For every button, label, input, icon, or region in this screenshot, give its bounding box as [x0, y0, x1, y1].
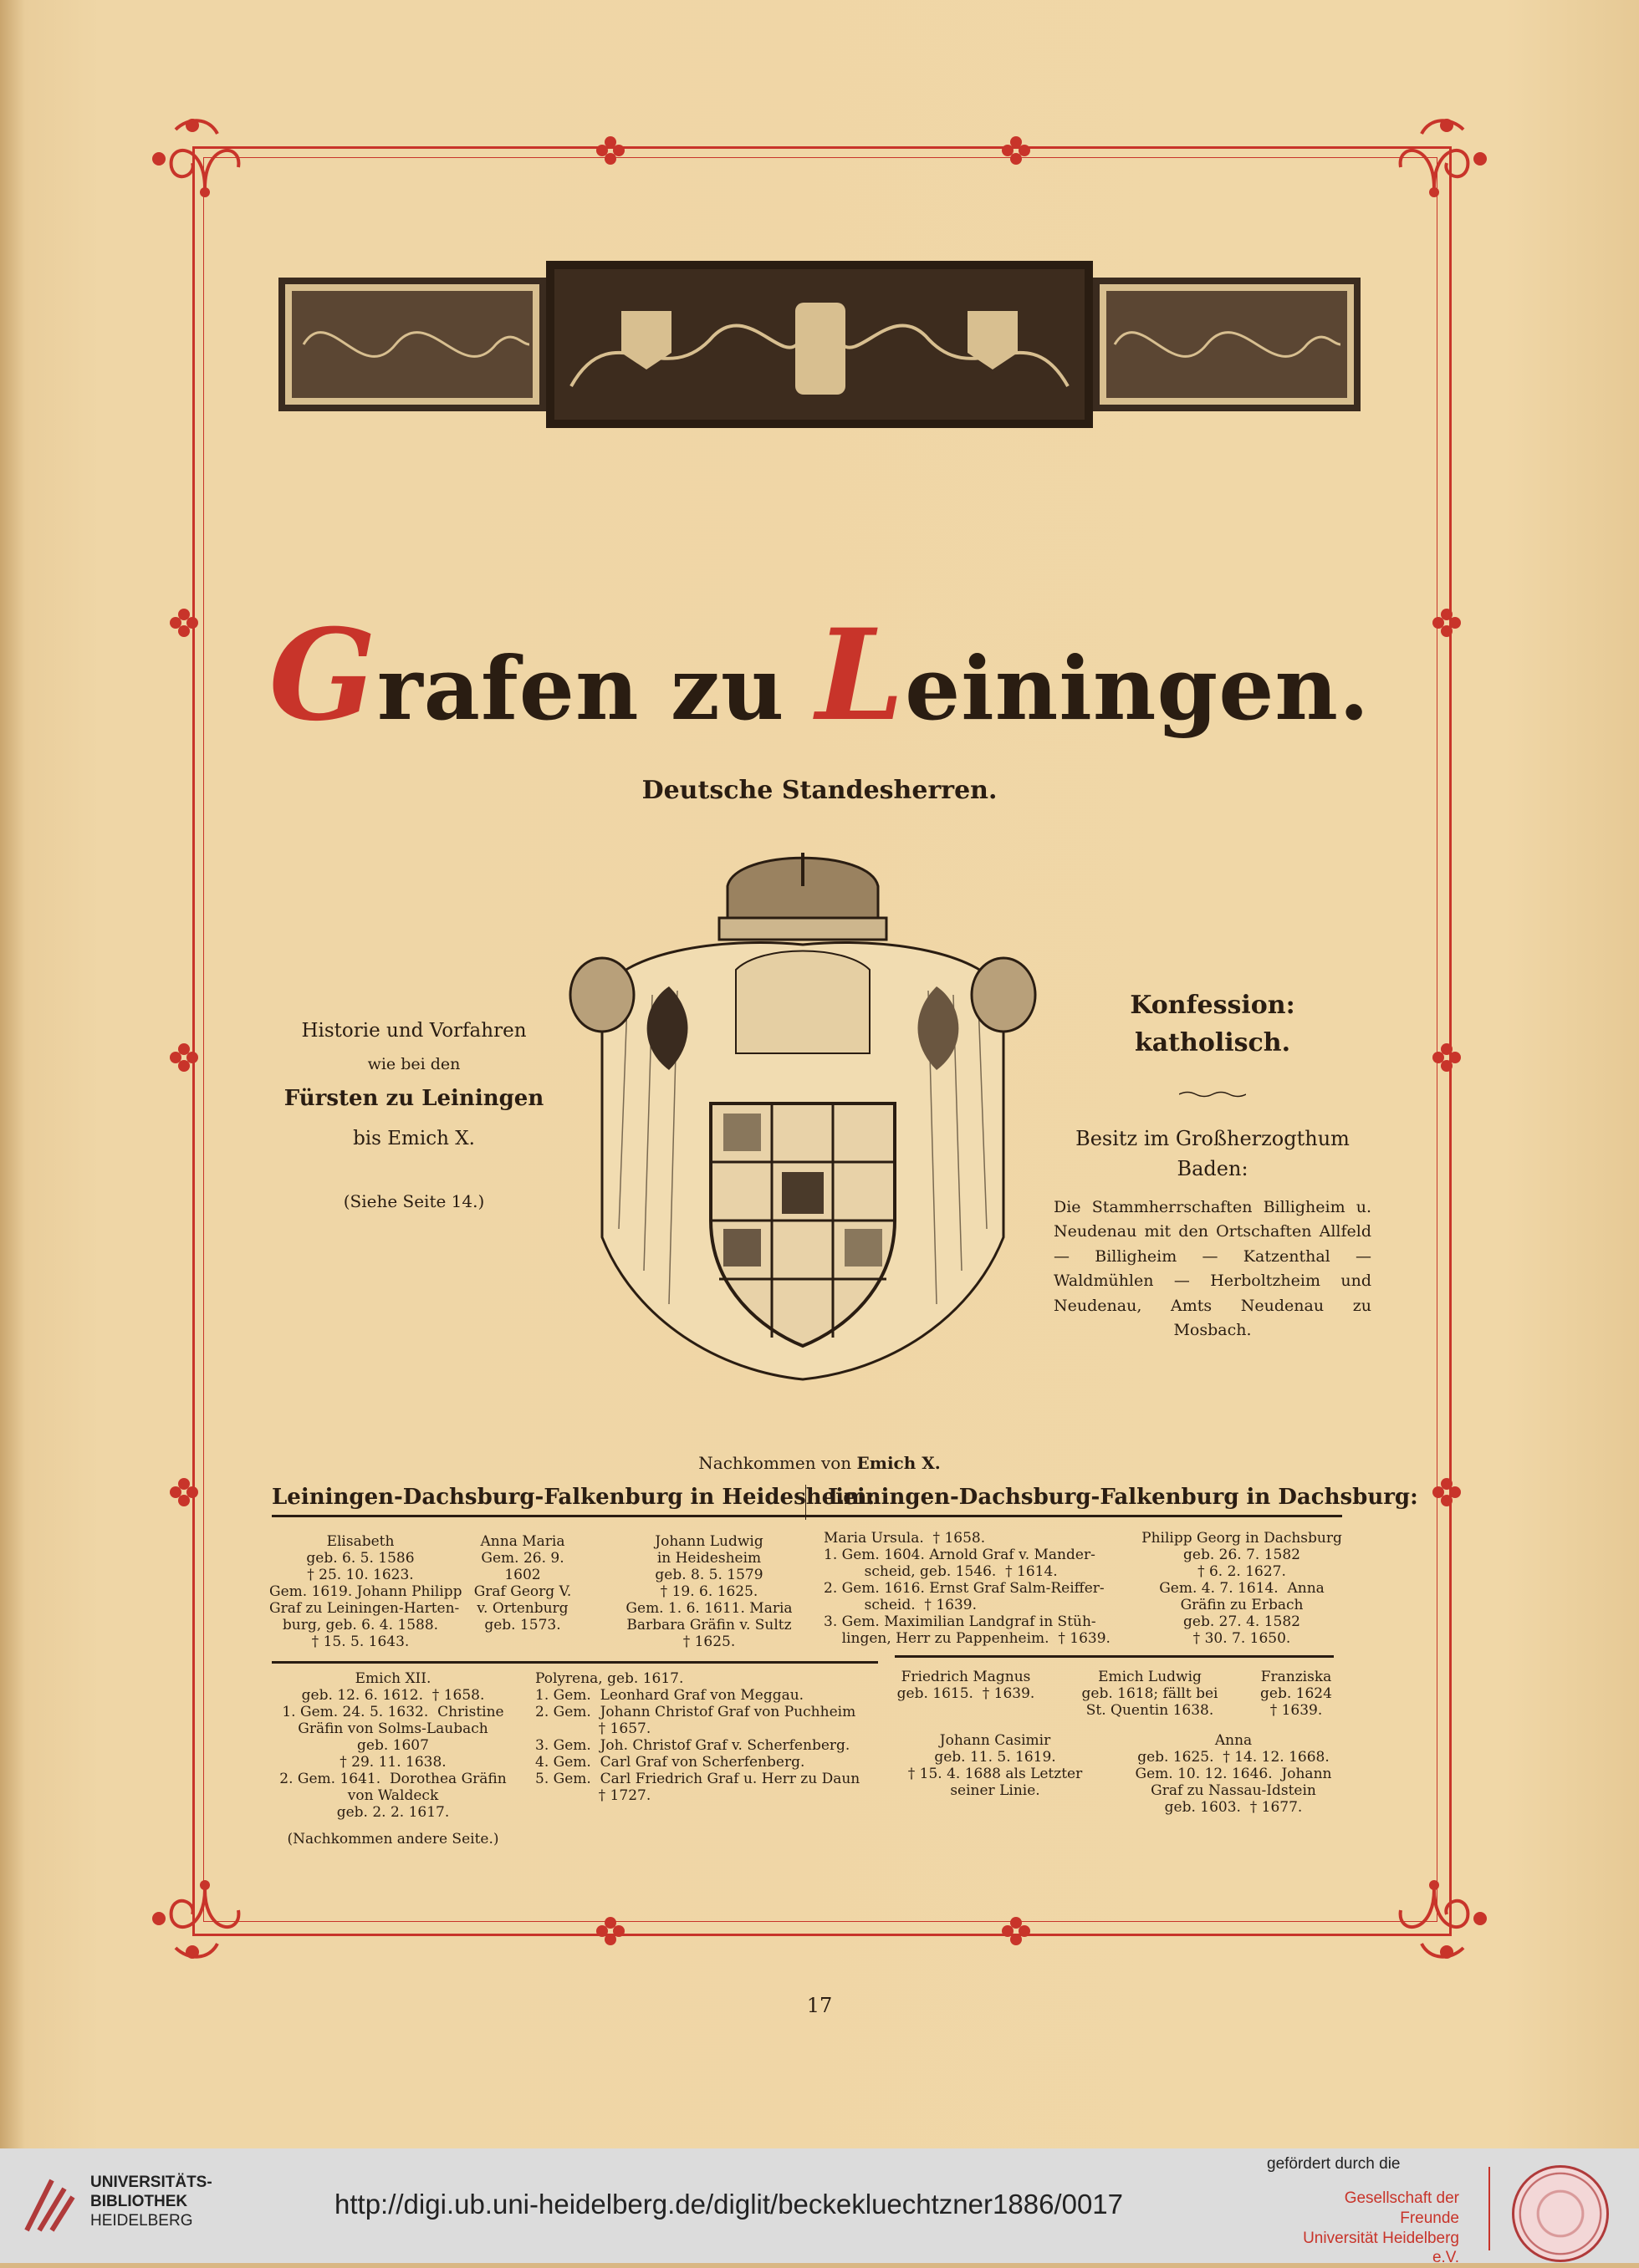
corner-ornament-icon: [152, 119, 241, 197]
quatrefoil-ornament-icon: [1432, 1478, 1461, 1506]
library-name: UNIVERSITÄTS- BIBLIOTHEK HEIDELBERG: [90, 2174, 212, 2230]
genealogy-entry: Emich XII. geb. 12. 6. 1612. † 1658. 1. …: [279, 1670, 507, 1822]
corner-ornament-icon: [1398, 1880, 1487, 1959]
sponsor-label: gefördert durch die: [1267, 2155, 1401, 2173]
genealogy-entry: Philipp Georg in Dachsburg geb. 26. 7. 1…: [1141, 1530, 1342, 1648]
permalink-url[interactable]: http://digi.ub.uni-heidelberg.de/diglit/…: [334, 2189, 1123, 2220]
page-subtitle: Deutsche Standesherren.: [641, 776, 998, 805]
quatrefoil-ornament-icon: [1432, 609, 1461, 637]
genealogy-entry: Elisabeth geb. 6. 5. 1586 † 25. 10. 1623…: [269, 1533, 462, 1651]
page: Grafen zu Leiningen. Deutsche Standesher…: [0, 0, 1639, 2148]
genealogy-entry: Emich Ludwig geb. 1618; fällt bei St. Qu…: [1081, 1669, 1218, 1720]
sponsor-name: Gesellschaft der Freunde Universität Hei…: [1303, 2189, 1459, 2267]
genealogy-entry: Johann Casimir geb. 11. 5. 1619. † 15. 4…: [907, 1732, 1083, 1800]
descendants-caption: Nachkommen von Emich X.: [698, 1453, 941, 1473]
genealogy-entry: Franziska geb. 1624 † 1639.: [1260, 1669, 1332, 1720]
genealogy-entry: Maria Ursula. † 1658. 1. Gem. 1604. Arno…: [824, 1530, 1111, 1648]
genealogy-entry: Anna geb. 1625. † 14. 12. 1668. Gem. 10.…: [1135, 1732, 1332, 1817]
university-seal-icon: [1512, 2165, 1609, 2262]
genealogy-entry: Friedrich Magnus geb. 1615. † 1639.: [896, 1669, 1035, 1703]
quatrefoil-ornament-icon: [596, 136, 625, 165]
quatrefoil-ornament-icon: [170, 1478, 198, 1506]
corner-ornament-icon: [1398, 119, 1487, 197]
branch-heading-dachsburg: Leiningen-Dachsburg-Falkenburg in Dachsb…: [828, 1485, 1418, 1510]
genealogy-note: (Nachkommen andere Seite.): [287, 1831, 499, 1848]
decorative-banner: [278, 261, 1361, 428]
quatrefoil-ornament-icon: [1432, 1043, 1461, 1072]
corner-ornament-icon: [152, 1880, 241, 1959]
title-initial-capital: L: [815, 602, 906, 749]
quatrefoil-ornament-icon: [170, 609, 198, 637]
property-heading: Besitz im Großherzogthum Baden:: [1075, 1127, 1350, 1180]
genealogy-entry: Polyrena, geb. 1617. 1. Gem. Leonhard Gr…: [535, 1670, 860, 1805]
title-initial-capital: G: [268, 602, 377, 749]
divider-flourish: [1178, 1091, 1247, 1098]
coat-of-arms-illustration: [569, 853, 1037, 1381]
table-divider: [805, 1485, 806, 1520]
red-border-frame-inner: [203, 157, 1437, 1922]
quatrefoil-ornament-icon: [1002, 136, 1030, 165]
footer-bar: UNIVERSITÄTS- BIBLIOTHEK HEIDELBERG http…: [0, 2148, 1639, 2266]
library-logo-icon: [24, 2179, 75, 2232]
red-border-frame: [192, 146, 1452, 1936]
confession-and-property: Konfession: katholisch. Besitz im Großhe…: [1054, 986, 1371, 1343]
page-title: Grafen zu Leiningen.: [268, 602, 1371, 749]
quatrefoil-ornament-icon: [596, 1917, 625, 1945]
table-rule: [807, 1515, 1342, 1517]
quatrefoil-ornament-icon: [170, 1043, 198, 1072]
page-number: 17: [806, 1994, 833, 2017]
branch-heading-heidesheim: Leiningen-Dachsburg-Falkenburg in Heides…: [272, 1485, 876, 1510]
property-description: Die Stammherrschaften Billigheim u. Neud…: [1054, 1198, 1371, 1340]
table-rule: [272, 1515, 807, 1517]
table-rule: [272, 1661, 878, 1664]
footer-divider: [1488, 2167, 1490, 2250]
quatrefoil-ornament-icon: [1002, 1917, 1030, 1945]
table-rule: [895, 1655, 1334, 1658]
genealogy-entry: Johann Ludwig in Heidesheim geb. 8. 5. 1…: [625, 1533, 793, 1651]
history-note: Historie und Vorfahren wie bei den Fürst…: [283, 1020, 544, 1211]
genealogy-entry: Anna Maria Gem. 26. 9. 1602 Graf Georg V…: [473, 1533, 572, 1634]
confession-heading: Konfession: katholisch.: [1130, 991, 1295, 1058]
